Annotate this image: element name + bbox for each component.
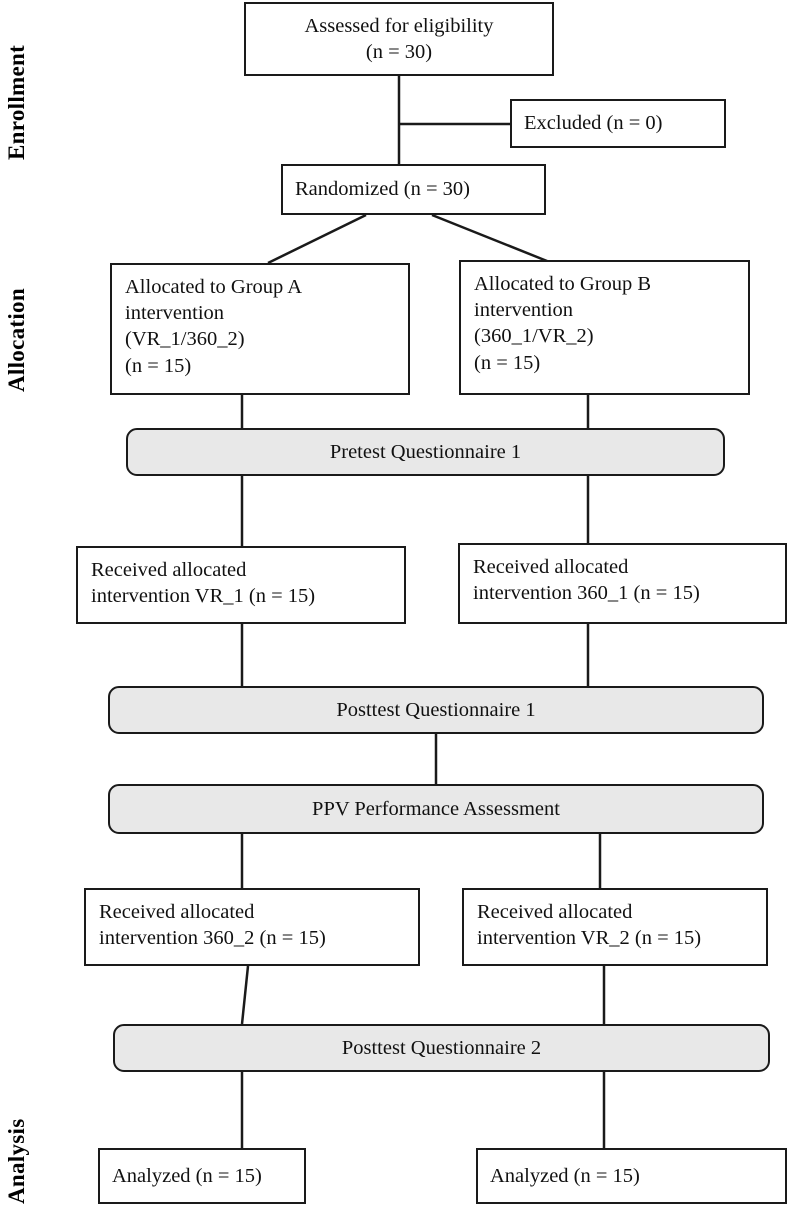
- stage-label-allocation: Allocation: [4, 288, 29, 392]
- node-excluded[interactable]: Excluded (n = 0): [510, 99, 726, 148]
- node-analyzed-left-text: Analyzed (n = 15): [112, 1164, 262, 1187]
- node-received-360-1-text: Received allocated intervention 360_1 (n…: [473, 556, 700, 605]
- link-randomized-to-group-b: [431, 213, 553, 265]
- node-received-vr-1[interactable]: Received allocated intervention VR_1 (n …: [76, 546, 406, 624]
- node-received-360-2-text: Received allocated intervention 360_2 (n…: [99, 901, 326, 950]
- node-assessed-text: Assessed for eligibility (n = 30): [304, 14, 494, 63]
- node-allocated-group-a-text: Allocated to Group A intervention (VR_1/…: [125, 276, 303, 377]
- node-received-vr-2[interactable]: Received allocated intervention VR_2 (n …: [462, 888, 768, 966]
- node-randomized[interactable]: Randomized (n = 30): [281, 164, 546, 215]
- node-posttest-questionnaire-2-text: Posttest Questionnaire 2: [341, 1036, 542, 1059]
- link-randomized-to-group-a: [267, 213, 367, 265]
- node-analyzed-right[interactable]: Analyzed (n = 15): [476, 1148, 787, 1204]
- node-ppv-performance-assessment[interactable]: PPV Performance Assessment: [108, 784, 764, 834]
- node-received-vr-2-text: Received allocated intervention VR_2 (n …: [477, 901, 702, 950]
- node-pretest-questionnaire-1-text: Pretest Questionnaire 1: [329, 440, 522, 463]
- node-excluded-text: Excluded (n = 0): [524, 112, 663, 135]
- node-posttest-questionnaire-2[interactable]: Posttest Questionnaire 2: [113, 1024, 770, 1072]
- node-ppv-performance-assessment-text: PPV Performance Assessment: [312, 797, 560, 820]
- stage-label-enrollment: Enrollment: [4, 44, 29, 160]
- node-allocated-group-a[interactable]: Allocated to Group A intervention (VR_1/…: [110, 263, 410, 395]
- node-posttest-questionnaire-1[interactable]: Posttest Questionnaire 1: [108, 686, 764, 734]
- node-assessed-for-eligibility[interactable]: Assessed for eligibility (n = 30): [244, 2, 554, 76]
- node-received-360-1[interactable]: Received allocated intervention 360_1 (n…: [458, 543, 787, 624]
- node-allocated-group-b[interactable]: Allocated to Group B intervention (360_1…: [459, 260, 750, 395]
- node-analyzed-left[interactable]: Analyzed (n = 15): [98, 1148, 306, 1204]
- node-analyzed-right-text: Analyzed (n = 15): [490, 1164, 640, 1187]
- node-received-360-2[interactable]: Received allocated intervention 360_2 (n…: [84, 888, 420, 966]
- stage-label-analysis: Analysis: [4, 1118, 29, 1204]
- node-received-vr-1-text: Received allocated intervention VR_1 (n …: [91, 559, 316, 608]
- node-randomized-text: Randomized (n = 30): [295, 178, 470, 201]
- node-posttest-questionnaire-1-text: Posttest Questionnaire 1: [336, 698, 536, 721]
- node-pretest-questionnaire-1[interactable]: Pretest Questionnaire 1: [126, 428, 725, 476]
- link-3602-to-posttest2: [240, 965, 250, 1025]
- node-allocated-group-b-text: Allocated to Group B intervention (360_1…: [474, 273, 652, 374]
